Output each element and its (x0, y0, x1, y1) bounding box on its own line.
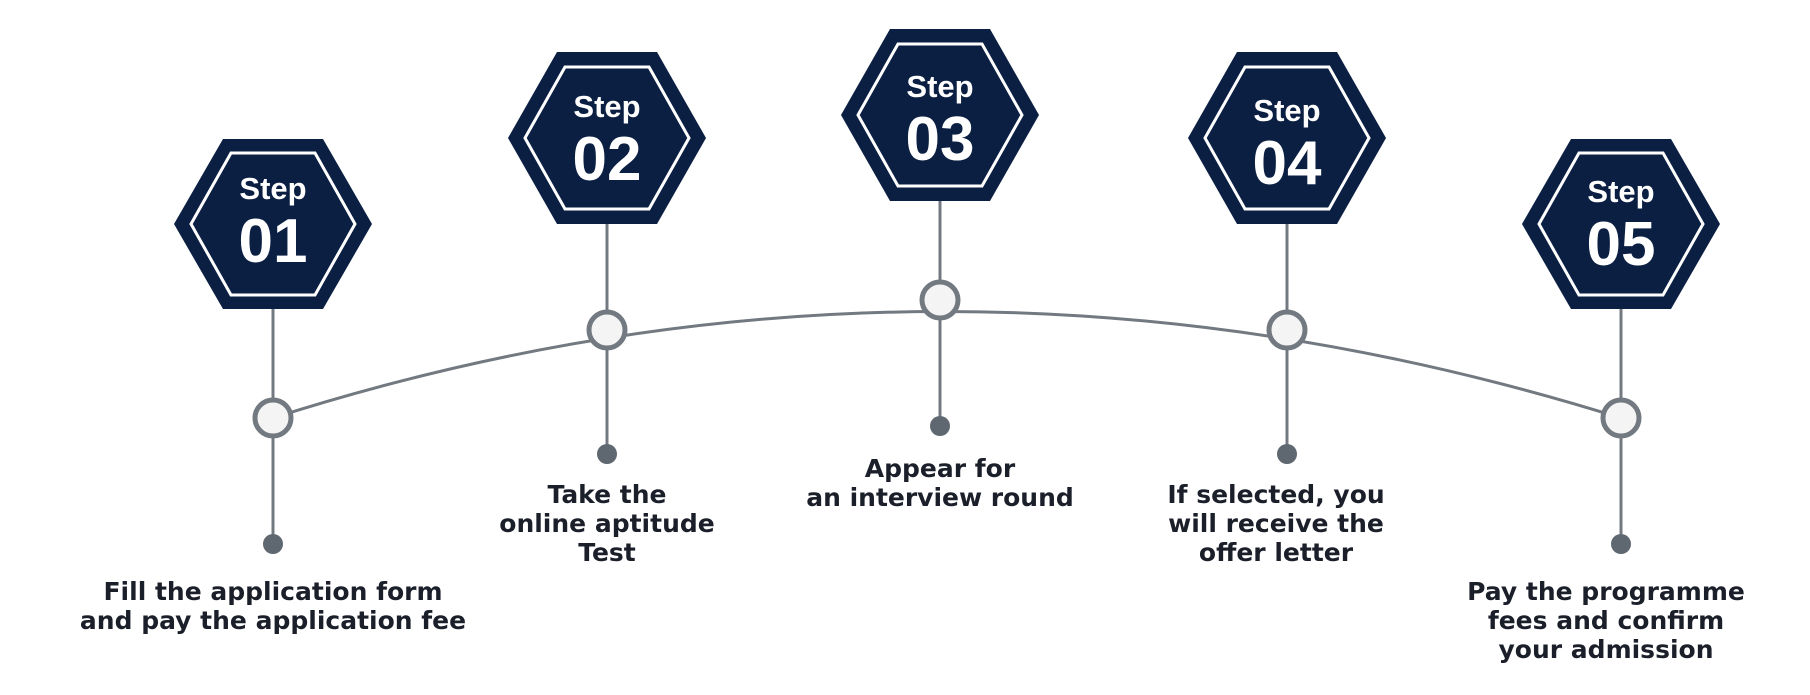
step-01-caption-line: Fill the application form (103, 577, 443, 606)
step-04-label: Step (1253, 93, 1320, 128)
step-03-caption: Appear for an interview round (730, 454, 1150, 512)
step-02-end-dot (597, 444, 617, 464)
step-05-number: 05 (1587, 210, 1656, 279)
step-02-node (586, 309, 628, 351)
step-01-caption-line: and pay the application fee (79, 606, 467, 635)
step-04-node (1266, 309, 1308, 351)
step-03: Step 03 (841, 29, 1039, 436)
step-01-hexagon (174, 139, 372, 309)
step-04-hexagon-border (1203, 65, 1371, 211)
step-04-hexagon (1188, 52, 1386, 224)
step-02-hexagon-border (523, 65, 691, 211)
step-02-caption-line: Take the (547, 480, 667, 509)
step-04-number: 04 (1253, 129, 1322, 198)
step-01: Step 01 (174, 139, 372, 554)
step-04-caption-line: If selected, you (1167, 480, 1385, 509)
step-04-caption-line: will receive the (1168, 509, 1384, 538)
step-01-number: 01 (239, 207, 308, 276)
step-01-end-dot (263, 534, 283, 554)
step-03-caption-line: Appear for (864, 454, 1016, 483)
step-03-end-dot (930, 416, 950, 436)
step-05-caption-line: Pay the programme (1467, 577, 1745, 606)
step-05-end-dot (1611, 534, 1631, 554)
step-05-hexagon-border (1537, 151, 1705, 297)
step-03-caption-line: an interview round (806, 483, 1074, 512)
step-02-caption-line: Test (578, 538, 636, 567)
step-02-label: Step (573, 89, 640, 124)
step-02-number: 02 (573, 125, 642, 194)
step-02-caption-line: online aptitude (499, 509, 715, 538)
step-05-caption: Pay the programme fees and confirm your … (1396, 577, 1810, 664)
step-05-caption-line: your admission (1498, 635, 1714, 664)
step-04-caption: If selected, you will receive the offer … (1066, 480, 1486, 567)
step-04: Step 04 (1188, 52, 1386, 464)
step-01-caption: Fill the application form and pay the ap… (63, 577, 483, 635)
step-03-label: Step (906, 69, 973, 104)
step-02-hexagon (508, 52, 706, 224)
step-01-node (252, 397, 294, 439)
step-03-hexagon-border (856, 42, 1024, 188)
step-03-number: 03 (906, 105, 975, 174)
step-04-end-dot (1277, 444, 1297, 464)
step-03-node (919, 279, 961, 321)
step-05-caption-line: fees and confirm (1487, 606, 1725, 635)
step-02: Step 02 (508, 52, 706, 464)
step-04-caption-line: offer letter (1198, 538, 1354, 567)
step-05-hexagon (1522, 139, 1720, 309)
step-05-node (1600, 397, 1642, 439)
step-03-hexagon (841, 29, 1039, 201)
step-05: Step 05 (1522, 139, 1720, 554)
timeline-arc (272, 310, 1622, 420)
step-01-hexagon-border (189, 151, 357, 297)
step-05-label: Step (1587, 174, 1654, 209)
step-02-caption: Take the online aptitude Test (397, 480, 817, 567)
step-01-label: Step (239, 171, 306, 206)
